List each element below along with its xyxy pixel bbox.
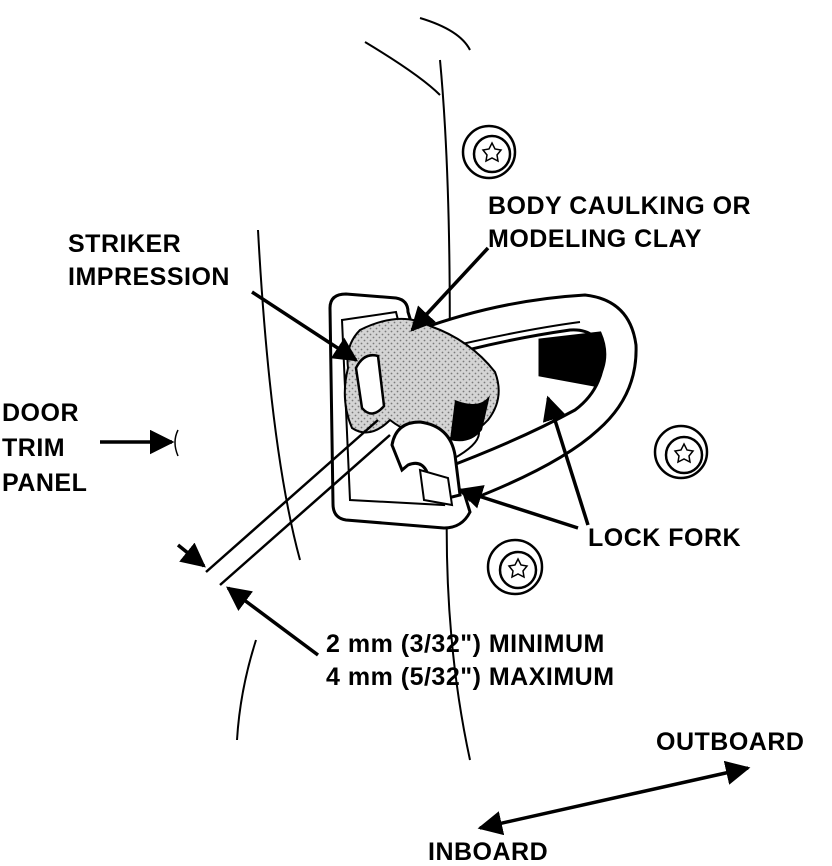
bolt-upper [461,124,517,180]
body-caulking-line-1: BODY CAULKING OR [488,192,752,220]
striker-impression-line-2: IMPRESSION [68,263,230,291]
bolt-lower [486,538,544,596]
clearance-minimum: 2 mm (3/32") MINIMUM [326,630,605,658]
door-trim-panel-line-1: DOOR [2,399,79,427]
striker-impression [354,354,386,415]
clearance-lines [205,419,391,586]
striker-loop [390,420,462,507]
door-trim-panel-label: DOOR TRIM PANEL [2,396,87,501]
clearance-label: 2 mm (3/32") MINIMUM 4 mm (5/32") MAXIMU… [326,628,615,694]
lock-fork-label: LOCK FORK [588,524,742,552]
outboard-label: OUTBOARD [656,728,805,756]
door-trim-panel-line-2: TRIM [2,434,66,462]
striker-impression-line-1: STRIKER [68,230,182,258]
door-trim-panel-line-3: PANEL [2,469,88,497]
clearance-maximum: 4 mm (5/32") MAXIMUM [326,663,615,691]
striker-impression-label: STRIKER IMPRESSION [68,228,230,294]
leader-arrows [100,246,751,836]
body-caulking-label: BODY CAULKING OR MODELING CLAY [488,190,751,256]
body-caulking-line-2: MODELING CLAY [488,225,702,253]
bolt-middle [653,424,709,480]
inboard-label: INBOARD [428,838,549,866]
